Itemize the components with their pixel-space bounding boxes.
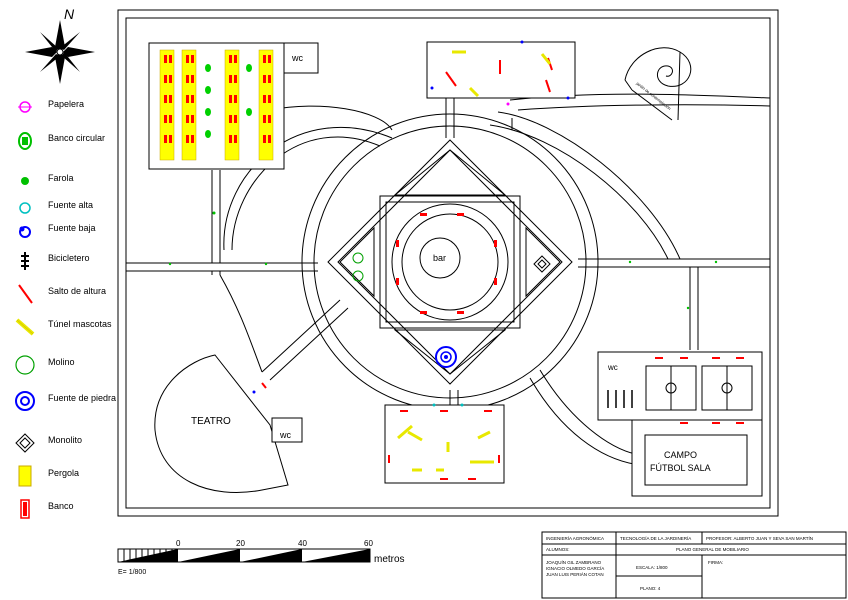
- spiral-garden: [624, 47, 692, 121]
- legend-item-fuente-alta: Fuente alta: [14, 197, 124, 223]
- fuente-piedra-central-icon: [435, 346, 457, 368]
- fuente-baja-icon: [19, 226, 31, 238]
- tb-student-1: JOAQUÍN GIL ZAMBRANO: [546, 559, 602, 565]
- pergola-area: [148, 42, 319, 170]
- banco-circular-icon: [18, 132, 32, 150]
- teatro-label: TEATRO: [191, 416, 231, 427]
- legend-item-molino: Molino: [14, 354, 124, 380]
- tb-students-label: ALUMNOS:: [546, 547, 570, 552]
- tb-escala: ESCALA: 1/800: [636, 565, 668, 570]
- molino-icon: [15, 355, 35, 375]
- bar-building: [419, 237, 461, 279]
- north-label: N: [64, 6, 75, 22]
- scale-tick-0: 0: [176, 539, 181, 548]
- scale-tick-20: 20: [236, 539, 245, 548]
- legend-item-monolito: Monolito: [14, 432, 124, 458]
- legend-item-tunel-mascotas: Túnel mascotas: [14, 316, 124, 342]
- wc-label-pergola: wc: [291, 53, 303, 63]
- scale-unit: metros: [374, 554, 405, 565]
- legend-item-salto-altura: Salto de altura: [14, 283, 124, 309]
- campo-label-1: CAMPO: [664, 450, 697, 460]
- legend-item-banco: Banco: [14, 498, 124, 524]
- molino-group: [352, 252, 364, 282]
- fuente-alta-icon: [19, 202, 31, 214]
- legend-item-papelera: Papelera: [14, 96, 124, 122]
- north-arrow-icon: N: [25, 6, 95, 84]
- tb-student-2: IGNACIO OLMEDO GARCÍA: [546, 565, 604, 571]
- tb-plan-title: PLANO GENERAL DE MOBILIARIO: [676, 547, 749, 552]
- plaza-benches: [396, 213, 497, 314]
- tb-firma: FIRMA:: [708, 560, 723, 565]
- tunel-mascotas-icon: [15, 318, 35, 336]
- bicicletero-icon: [21, 252, 29, 270]
- dog-area-top: [426, 41, 576, 99]
- tb-school: INGENIERÍA AGRONÓMICA: [546, 535, 604, 541]
- monolito-icon: [15, 433, 35, 453]
- main-paths: [126, 98, 770, 405]
- park-outer-boundary: [117, 9, 779, 517]
- banco-icon: [20, 499, 30, 519]
- salto-altura-icon: [18, 284, 33, 304]
- legend-item-banco-circular: Banco circular: [14, 130, 124, 156]
- farola-icon: [21, 177, 29, 185]
- scale-tick-60: 60: [364, 539, 373, 548]
- teatro-building: [154, 354, 303, 493]
- legend-item-fuente-baja: Fuente baja: [14, 220, 124, 246]
- papelera-icon: [18, 101, 32, 113]
- tb-plano: PLANO: 4: [640, 586, 661, 591]
- campo-label-2: FÚTBOL SALA: [650, 463, 711, 473]
- legend-item-pergola: Pergola: [14, 465, 124, 491]
- legend-item-fuente-piedra: Fuente de piedra: [14, 390, 124, 416]
- legend-item-bicicletero: Bicicletero: [14, 250, 124, 276]
- title-block: [541, 531, 847, 599]
- scale-ratio: E= 1/800: [118, 569, 146, 576]
- wc-label-sports: wc: [607, 363, 618, 372]
- scale-bar: [117, 548, 371, 563]
- monolito-marker-icon: [533, 255, 551, 273]
- wc-label-teatro: wc: [279, 430, 291, 440]
- scattered-furniture: [168, 40, 718, 407]
- legend-item-farola: Farola: [14, 170, 124, 196]
- pergola-icon: [18, 465, 32, 487]
- dog-area-bottom: [384, 404, 505, 484]
- bar-label: bar: [433, 253, 446, 263]
- tb-subject: TECNOLOGÍA DE LA JARDINERÍA: [620, 535, 691, 541]
- sports-area: [597, 351, 763, 497]
- fuente-piedra-icon: [15, 391, 35, 411]
- tb-student-3: JUAN LUIS PERIÁN COTAN: [546, 571, 604, 577]
- scale-tick-40: 40: [298, 539, 307, 548]
- tb-professor: PROFESOR: ALBERTO JUAN Y SEVA SAN MARTÍN: [706, 535, 813, 541]
